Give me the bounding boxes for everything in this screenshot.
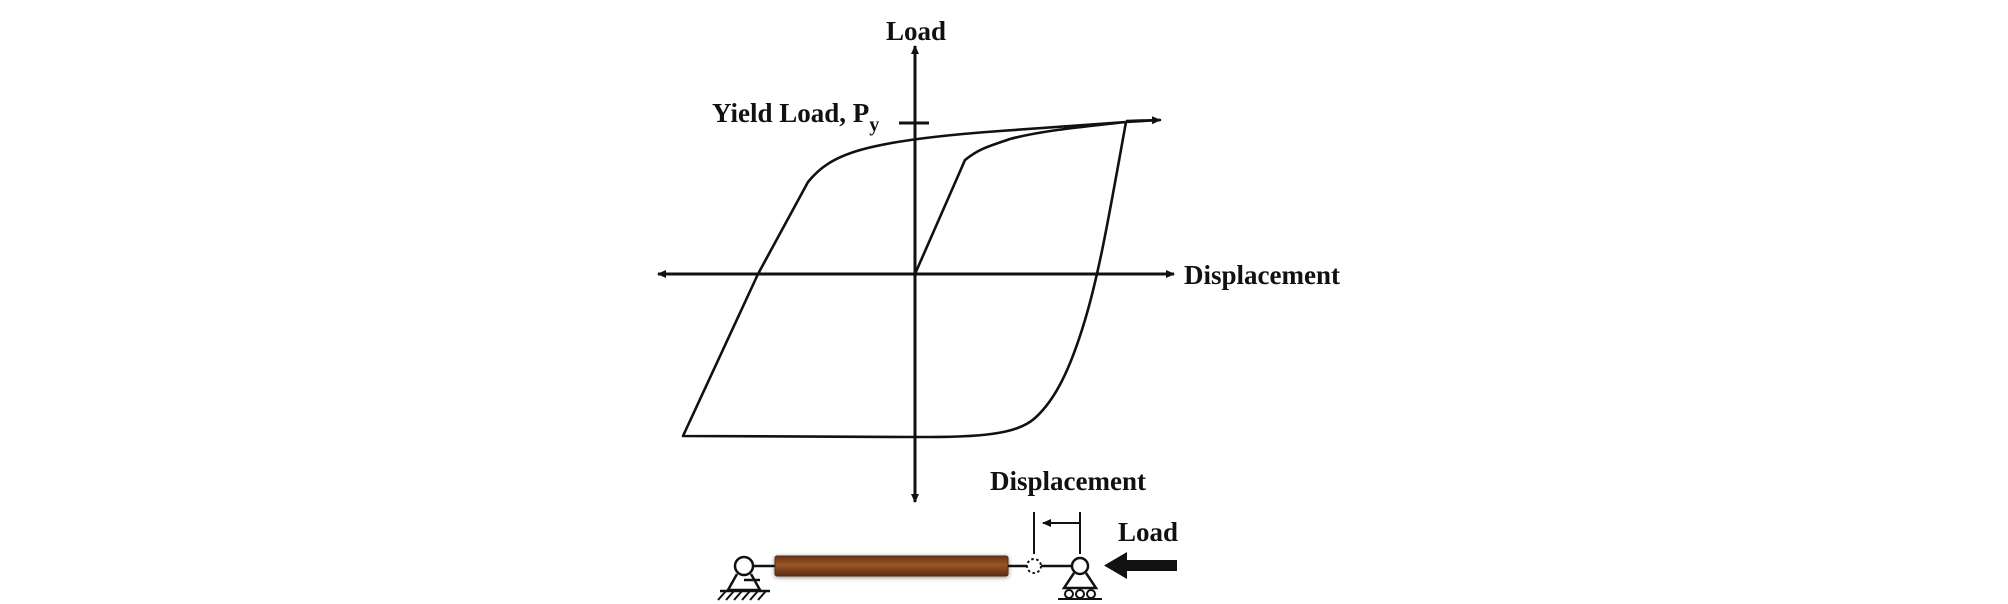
y-axis-label: Load [886,16,946,46]
yield-load-label: Yield Load, Py [712,98,879,136]
left-pin-support [717,555,770,601]
specimen-displacement-label: Displacement [990,466,1146,496]
hysteresis-loop [681,118,1162,439]
brace-member [774,555,1009,577]
yield-load-label-main: Yield Load, P [712,98,869,128]
x-axis-label: Displacement [1184,260,1340,290]
loading-direction-arrow [1125,116,1161,125]
right-roller-support [1058,556,1102,600]
applied-load-arrow [1104,552,1177,579]
original-pin-position [1026,558,1042,574]
yield-load-label-subscript: y [869,114,879,136]
specimen-load-label: Load [1118,517,1178,547]
displacement-dimension [1033,512,1081,554]
